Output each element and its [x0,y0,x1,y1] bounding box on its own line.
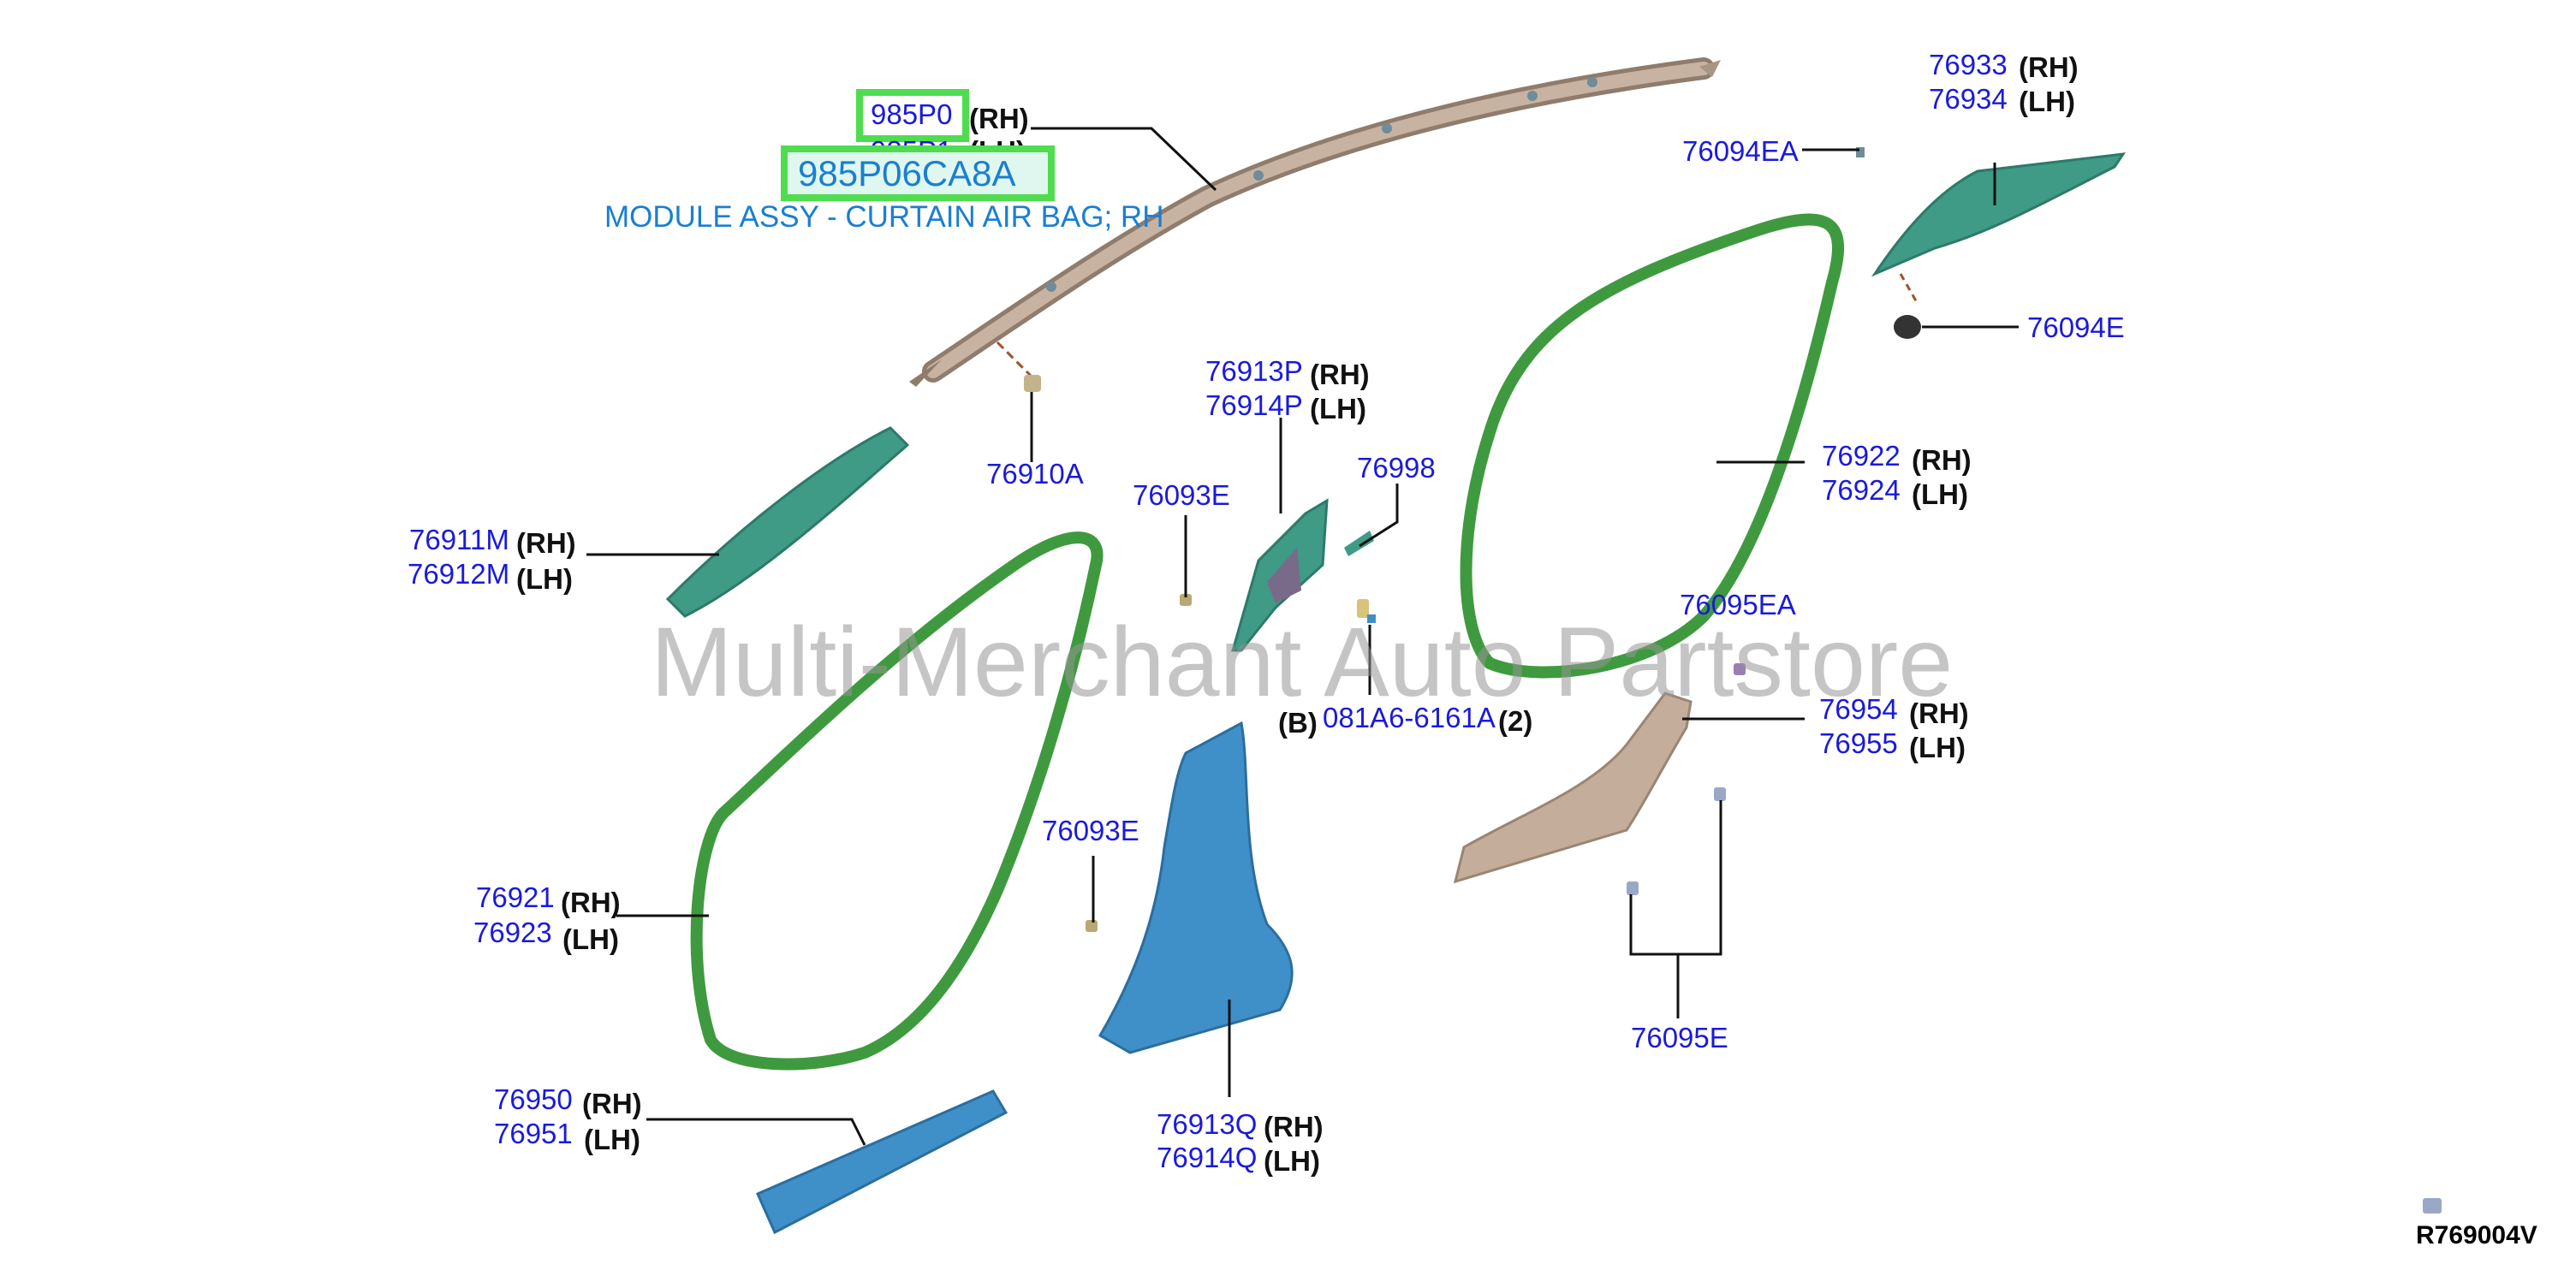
selected-part-description[interactable]: MODULE ASSY - CURTAIN AIR BAG; RH [604,200,1164,234]
diagram-reference-code: R769004V [2416,1221,2537,1249]
clip-76095e-left [1627,881,1639,895]
prefix-label-081a6: (B) [1278,707,1318,739]
side-label-76934: (LH) [2019,86,2075,117]
bolt-081a6 [1357,599,1376,623]
rear-kick-trim-76954 [1453,691,1693,884]
part-label-76954[interactable]: 76954 [1819,693,1898,725]
part-label-76933[interactable]: 76933 [1929,49,2008,80]
part-label-76093e-top[interactable]: 76093E [1133,479,1230,511]
side-label-76954: (RH) [1909,697,1969,729]
part-label-985p0[interactable]: 985P0 [871,98,953,130]
clip-76095ea [1734,663,1746,675]
side-label-76924: (LH) [1912,478,1968,510]
part-label-76998[interactable]: 76998 [1357,452,1436,484]
part-label-76094ea[interactable]: 76094EA [1682,135,1799,167]
b-pillar-lower-76913q [1098,721,1294,1054]
part-label-76922[interactable]: 76922 [1822,440,1901,472]
clip-76095e-right [1714,787,1726,801]
side-label-76955: (LH) [1909,732,1966,763]
highlight-box-985p0 [856,89,969,142]
clip-76910a [996,341,1041,392]
watermark: Multi-Merchant Auto Partstore [651,608,1954,717]
part-76998 [1344,531,1374,556]
part-label-76934[interactable]: 76934 [1929,83,2008,115]
part-label-76951[interactable]: 76951 [494,1118,573,1149]
side-label-76922: (RH) [1912,444,1972,476]
part-label-76095e[interactable]: 76095E [1631,1022,1728,1053]
fastener-76093e-top [1180,594,1192,606]
part-label-76094e[interactable]: 76094E [2027,312,2125,343]
grommet-76094e [1894,273,1921,339]
side-label-76913p: (RH) [1310,359,1370,390]
part-label-76921[interactable]: 76921 [476,881,555,913]
part-label-76913p[interactable]: 76913P [1205,355,1303,387]
side-label-76914q: (LH) [1264,1145,1320,1177]
fastener-76093e-bottom [1086,920,1098,932]
part-label-76914p[interactable]: 76914P [1205,389,1303,421]
kicking-plate-76950 [756,1089,1008,1235]
side-label-76914p: (LH) [1310,393,1366,424]
clip-76094ea [1856,147,1865,157]
part-label-76095ea[interactable]: 76095EA [1680,589,1796,620]
side-label-76951: (LH) [584,1124,640,1155]
curtain-airbag [909,57,1721,387]
c-pillar-trim-76933 [1871,152,2127,277]
highlight-box-selected-part [781,145,1055,201]
part-label-081a6[interactable]: 081A6-6161A [1323,702,1496,733]
part-label-76950[interactable]: 76950 [494,1083,573,1115]
part-label-76093e-bottom[interactable]: 76093E [1042,815,1139,846]
qty-label-081a6: (2) [1498,705,1533,737]
leader-lines [586,127,2019,1146]
part-label-76923[interactable]: 76923 [473,917,552,948]
part-label-76924[interactable]: 76924 [1822,474,1901,506]
side-label-76921: (RH) [561,887,621,918]
side-label-76933: (RH) [2019,51,2079,83]
side-label-76950: (RH) [582,1088,642,1119]
rear-door-seal-76922 [1460,213,1845,679]
part-label-76911m[interactable]: 76911M [409,524,509,555]
part-label-76910a[interactable]: 76910A [986,458,1084,490]
a-pillar-trim-76911m [665,426,910,618]
side-label-76913q: (RH) [1264,1111,1324,1142]
part-label-76912m[interactable]: 76912M [408,558,510,590]
part-label-76955[interactable]: 76955 [1819,727,1898,759]
selected-part-number[interactable]: 985P06CA8A [798,153,1016,193]
side-label-985p0: (RH) [969,103,1029,134]
side-label-76912m: (LH) [516,563,573,595]
part-label-76913q[interactable]: 76913Q [1157,1108,1258,1140]
side-label-76911m: (RH) [516,527,576,559]
front-door-seal-76921 [690,531,1104,1071]
part-label-76914q[interactable]: 76914Q [1157,1142,1258,1173]
reference-icon [2423,1198,2442,1214]
side-label-76923: (LH) [562,923,619,955]
